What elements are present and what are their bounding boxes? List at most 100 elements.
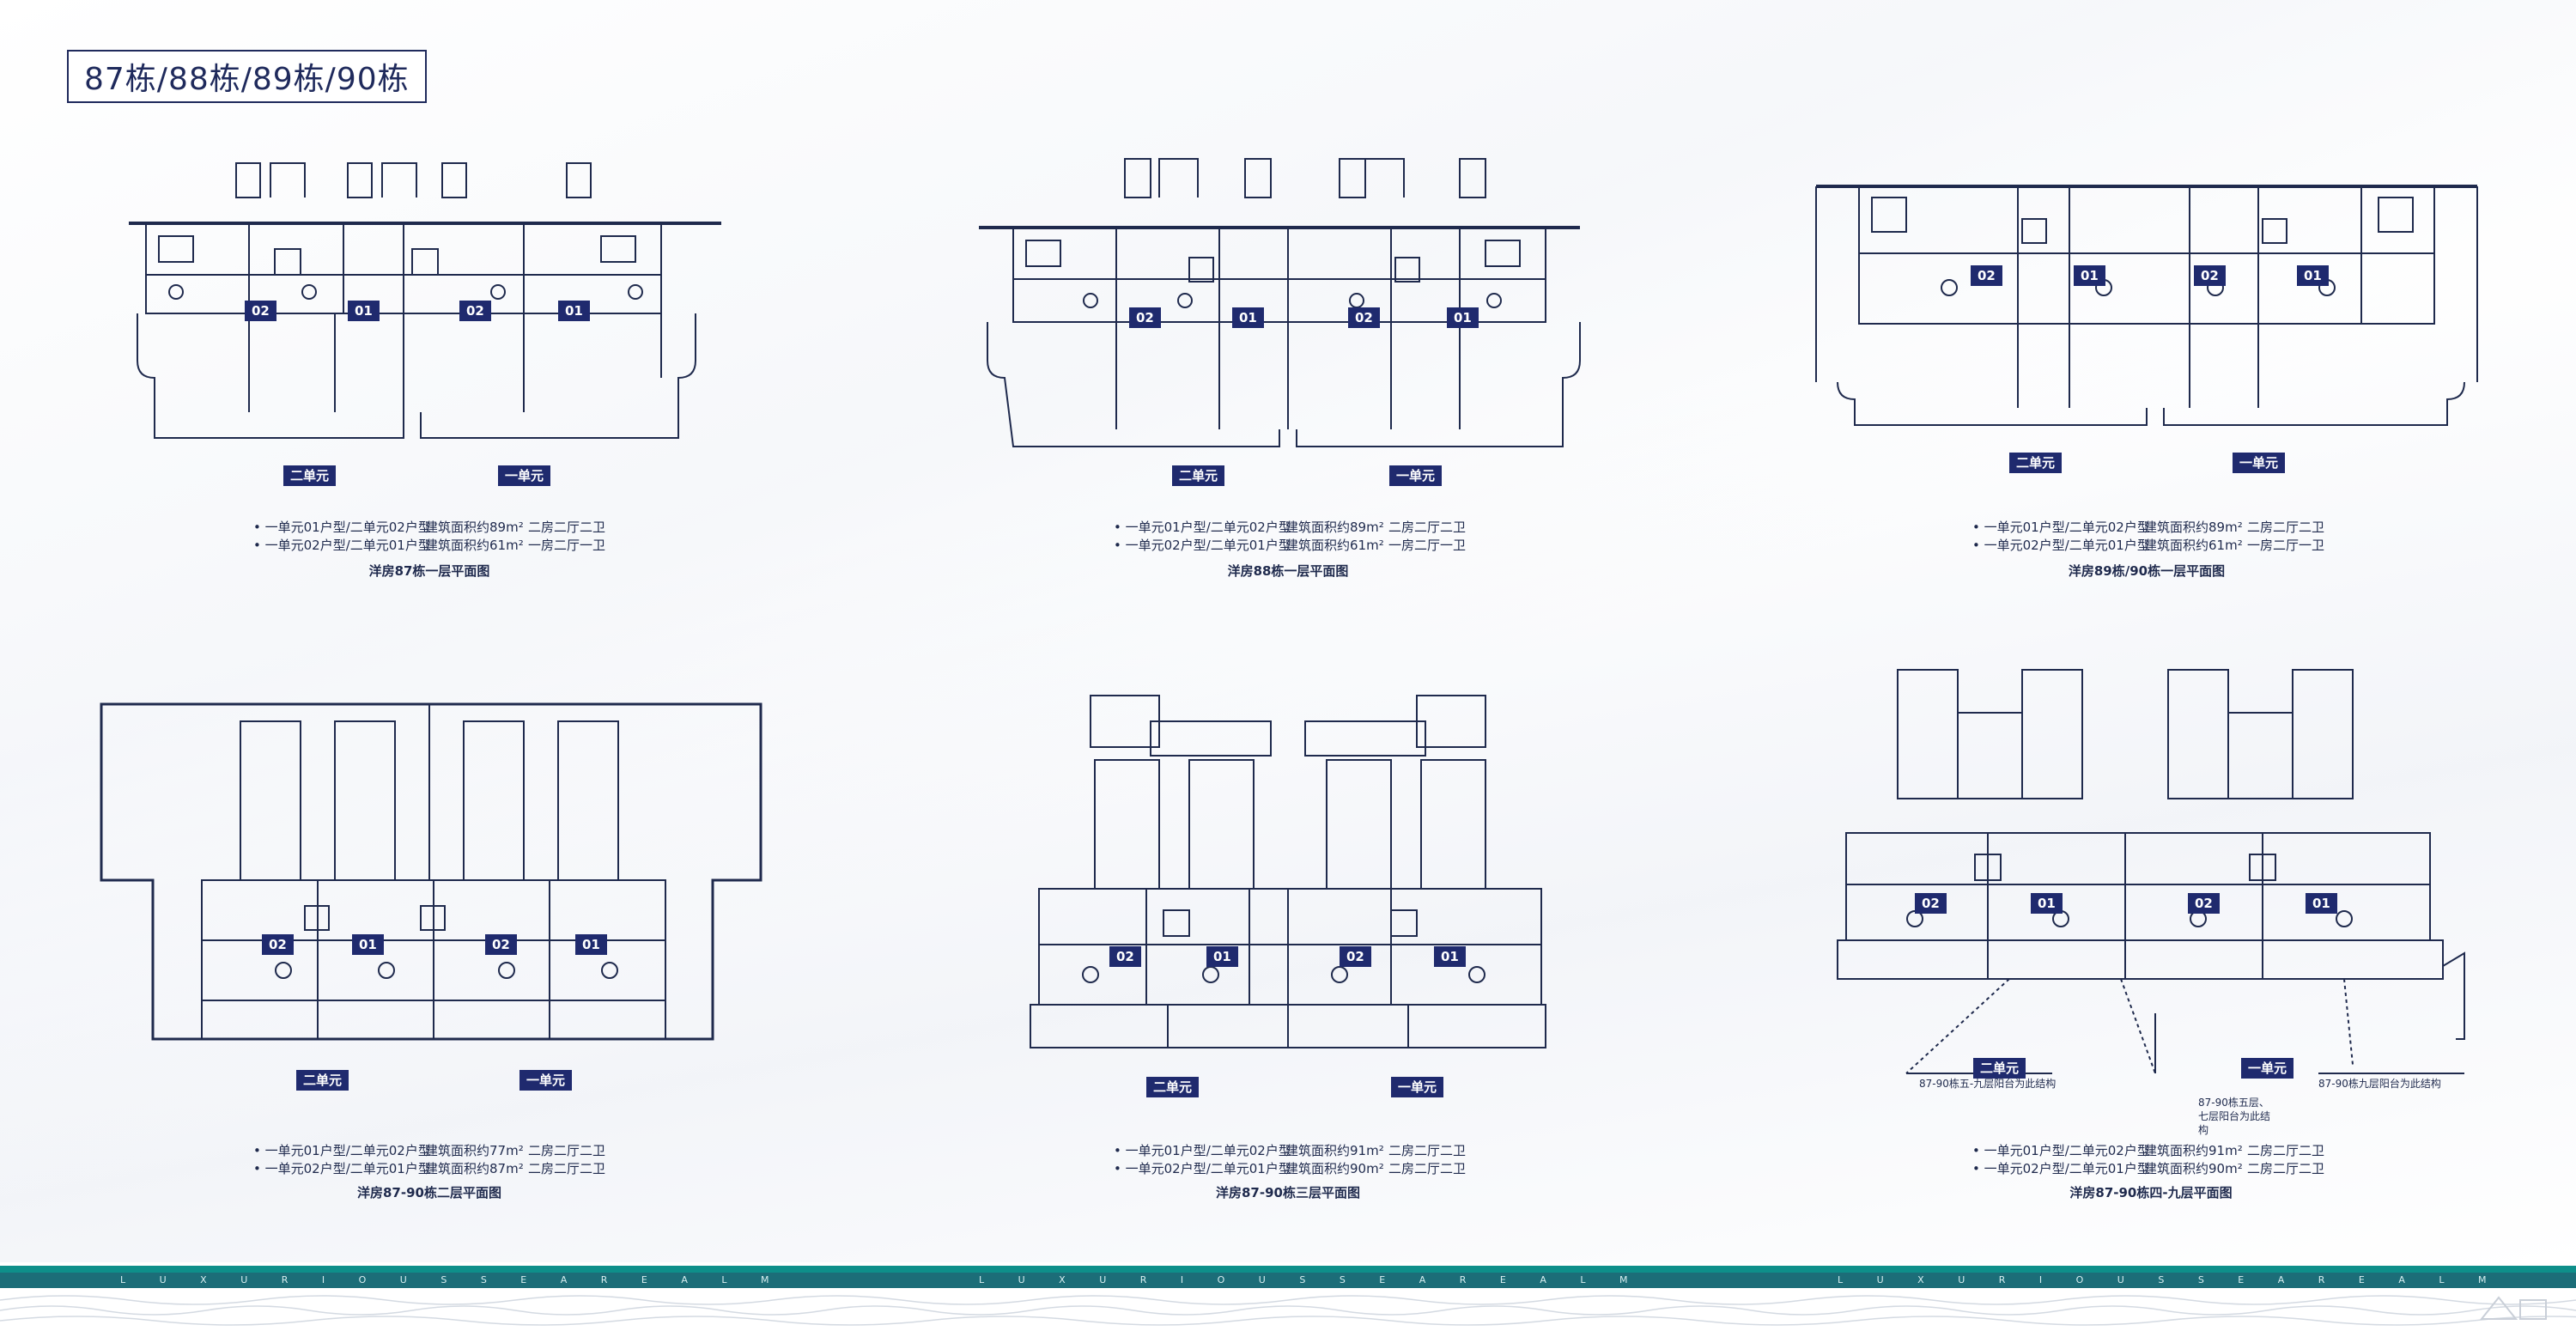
unit-01-tag: 01 <box>1232 307 1264 328</box>
spec-list: • 一单元01户型/二单元02户型建筑面积约91m² 二房二厅二卫 • 一单元02… <box>1972 1142 2324 1178</box>
spec-layout: 二房二厅二卫 <box>1388 1161 1467 1176</box>
footer-tagline: L U X U R I O U S S E A R E A L M <box>120 1274 785 1285</box>
unit-02-tag: 02 <box>2194 265 2226 286</box>
unit-2-label: 二单元 <box>1146 1077 1200 1097</box>
unit-01-tag: 01 <box>348 301 380 321</box>
spec-area: 建筑面积约61m² <box>2144 538 2243 553</box>
unit-1-label: 一单元 <box>1389 465 1443 486</box>
spec-unit: • 一单元01户型/二单元02户型 <box>1114 520 1291 535</box>
spec-unit: • 一单元02户型/二单元01户型 <box>1972 1161 2150 1176</box>
spec-area: 建筑面积约91m² <box>2144 1143 2243 1158</box>
spec-area: 建筑面积约61m² <box>1285 538 1384 553</box>
unit-01-tag: 01 <box>575 934 607 955</box>
balcony-note: 87-90栋五层、七层阳台为此结构 <box>2198 1097 2271 1136</box>
spec-layout: 二房二厅二卫 <box>1388 1143 1467 1158</box>
floor-plan-drawing <box>1837 669 2465 1074</box>
spec-unit: • 一单元01户型/二单元02户型 <box>1972 520 2150 535</box>
spec-layout: 一房二厅一卫 <box>2247 538 2325 553</box>
spec-area: 建筑面积约90m² <box>2144 1161 2243 1176</box>
unit-02-tag: 02 <box>2188 893 2220 914</box>
spec-layout: 一房二厅一卫 <box>528 538 606 553</box>
plan-caption: 洋房87-90栋三层平面图 <box>1216 1185 1360 1200</box>
unit-1-label: 一单元 <box>519 1070 573 1091</box>
floor-plan-drawing <box>1030 695 1546 1048</box>
plan-caption: 洋房88栋一层平面图 <box>1227 563 1349 579</box>
footer-tagline: L U X U R I O U S S E A R E A L M <box>979 1274 1643 1285</box>
spec-list: • 一单元01户型/二单元02户型建筑面积约91m² 二房二厅二卫 • 一单元02… <box>1114 1142 1466 1178</box>
spec-layout: 二房二厅二卫 <box>1388 520 1467 535</box>
spec-list: • 一单元01户型/二单元02户型建筑面积约89m² 二房二厅二卫 • 一单元02… <box>1114 519 1466 555</box>
spec-area: 建筑面积约77m² <box>425 1143 524 1158</box>
balcony-note: 87-90栋九层阳台为此结构 <box>2318 1078 2441 1090</box>
spec-layout: 二房二厅二卫 <box>528 520 606 535</box>
floor-plan-87-ground: 02 01 02 01 二单元 一单元 <box>120 155 721 498</box>
unit-02-tag: 02 <box>1129 307 1161 328</box>
spec-area: 建筑面积约89m² <box>2144 520 2243 535</box>
unit-1-label: 一单元 <box>2233 453 2286 473</box>
unit-02-tag: 02 <box>1915 893 1947 914</box>
floor-plan-drawing <box>129 162 721 439</box>
unit-02-tag: 02 <box>1109 946 1141 967</box>
unit-01-tag: 01 <box>2297 265 2329 286</box>
spec-layout: 二房二厅二卫 <box>2247 1161 2325 1176</box>
floor-plan-88-ground: 02 01 02 01 二单元 一单元 <box>979 155 1597 498</box>
footer-waves <box>0 1295 2576 1326</box>
plan-caption: 洋房87-90栋二层平面图 <box>357 1185 501 1200</box>
floor-plan-drawing <box>979 158 1581 447</box>
unit-1-label: 一单元 <box>498 465 551 486</box>
spec-unit: • 一单元02户型/二单元01户型 <box>1972 538 2150 553</box>
spec-list: • 一单元01户型/二单元02户型建筑面积约89m² 二房二厅二卫 • 一单元02… <box>1972 519 2324 555</box>
unit-02-tag: 02 <box>1340 946 1371 967</box>
spec-unit: • 一单元01户型/二单元02户型 <box>253 1143 431 1158</box>
unit-02-tag: 02 <box>1971 265 2002 286</box>
unit-2-label: 二单元 <box>283 465 337 486</box>
unit-1-label: 一单元 <box>1391 1077 1444 1097</box>
unit-02-tag: 02 <box>459 301 491 321</box>
floor-plan-drawing <box>1815 185 2478 426</box>
unit-01-tag: 01 <box>2306 893 2337 914</box>
unit-1-label: 一单元 <box>2241 1058 2294 1079</box>
unit-01-tag: 01 <box>1447 307 1479 328</box>
spec-area: 建筑面积约61m² <box>425 538 524 553</box>
unit-2-label: 二单元 <box>1172 465 1225 486</box>
floor-plan-drawing <box>100 702 762 1041</box>
floor-plan-2nd: 02 01 02 01 二单元 一单元 <box>94 687 773 1099</box>
plan-caption: 洋房87栋一层平面图 <box>368 563 490 579</box>
unit-02-tag: 02 <box>262 934 294 955</box>
spec-layout: 二房二厅二卫 <box>2247 1143 2325 1158</box>
spec-area: 建筑面积约91m² <box>1285 1143 1384 1158</box>
footer-teal-line <box>0 1266 2576 1273</box>
footer-strip <box>0 1273 2576 1288</box>
unit-01-tag: 01 <box>1434 946 1466 967</box>
spec-unit: • 一单元01户型/二单元02户型 <box>1114 1143 1291 1158</box>
unit-01-tag: 01 <box>558 301 590 321</box>
plan-caption: 洋房89栋/90栋一层平面图 <box>2068 563 2226 579</box>
unit-02-tag: 02 <box>245 301 276 321</box>
spec-unit: • 一单元01户型/二单元02户型 <box>1972 1143 2150 1158</box>
spec-layout: 一房二厅一卫 <box>1388 538 1467 553</box>
spec-unit: • 一单元02户型/二单元01户型 <box>1114 1161 1291 1176</box>
plan-caption: 洋房87-90栋四-九层平面图 <box>2069 1185 2233 1200</box>
spec-area: 建筑面积约89m² <box>425 520 524 535</box>
spec-unit: • 一单元02户型/二单元01户型 <box>1114 538 1291 553</box>
page-title: 87栋/88栋/89栋/90栋 <box>67 50 427 103</box>
unit-01-tag: 01 <box>2074 265 2105 286</box>
unit-01-tag: 01 <box>352 934 384 955</box>
spec-layout: 二房二厅二卫 <box>2247 520 2325 535</box>
spec-layout: 二房二厅二卫 <box>528 1161 606 1176</box>
spec-layout: 二房二厅二卫 <box>528 1143 606 1158</box>
unit-02-tag: 02 <box>1348 307 1380 328</box>
spec-area: 建筑面积约89m² <box>1285 520 1384 535</box>
unit-01-tag: 01 <box>1206 946 1238 967</box>
unit-2-label: 二单元 <box>1973 1058 2026 1079</box>
floor-plan-89-90-ground: 02 01 02 01 二单元 一单元 <box>1812 176 2490 494</box>
unit-02-tag: 02 <box>485 934 517 955</box>
unit-2-label: 二单元 <box>296 1070 349 1091</box>
balcony-note: 87-90栋五-九层阳台为此结构 <box>1919 1078 2057 1090</box>
spec-area: 建筑面积约90m² <box>1285 1161 1384 1176</box>
spec-unit: • 一单元02户型/二单元01户型 <box>253 1161 431 1176</box>
footer-tagline: L U X U R I O U S S E A R E A L M <box>1838 1274 2502 1285</box>
floor-plan-3rd: 02 01 02 01 二单元 一单元 <box>1030 687 1554 1108</box>
unit-2-label: 二单元 <box>2009 453 2063 473</box>
